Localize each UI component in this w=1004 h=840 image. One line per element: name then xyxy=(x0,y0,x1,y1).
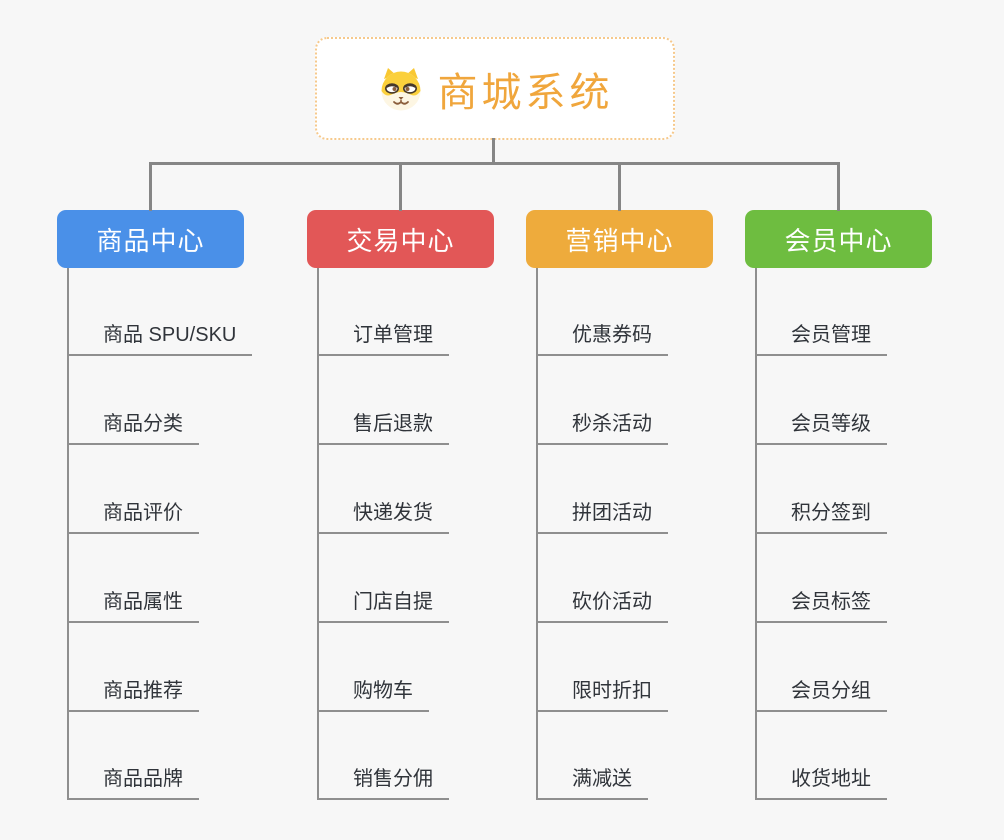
branch-spine-line xyxy=(536,268,538,800)
mindmap-sub-node[interactable]: 商品品牌 xyxy=(67,767,199,800)
mindmap-sub-node[interactable]: 限时折扣 xyxy=(536,679,668,712)
connector-drop-line xyxy=(618,162,621,211)
mindmap-sub-node[interactable]: 商品属性 xyxy=(67,590,199,623)
mindmap-branch: 会员中心 会员管理会员等级积分签到会员标签会员分组收货地址 xyxy=(745,210,995,810)
dog-face-icon xyxy=(381,67,420,110)
mindmap-sub-node[interactable]: 秒杀活动 xyxy=(536,412,668,445)
mindmap-sub-node[interactable]: 快递发货 xyxy=(317,501,449,534)
mindmap-sub-node[interactable]: 会员分组 xyxy=(755,679,887,712)
mindmap-sub-node[interactable]: 商品评价 xyxy=(67,501,199,534)
mindmap-sub-node[interactable]: 会员等级 xyxy=(755,412,887,445)
mindmap-branch: 营销中心 优惠券码秒杀活动拼团活动砍价活动限时折扣满减送 xyxy=(526,210,776,810)
branch-header[interactable]: 营销中心 xyxy=(526,210,713,268)
mindmap-sub-node[interactable]: 订单管理 xyxy=(317,323,449,356)
mindmap-sub-node[interactable]: 商品 SPU/SKU xyxy=(67,323,253,356)
connector-horizontal-rail xyxy=(149,162,840,165)
mindmap-sub-node[interactable]: 拼团活动 xyxy=(536,501,668,534)
mindmap-sub-node[interactable]: 满减送 xyxy=(536,767,648,800)
mindmap-branch: 交易中心 订单管理售后退款快递发货门店自提购物车销售分佣 xyxy=(307,210,557,810)
branch-header[interactable]: 交易中心 xyxy=(307,210,494,268)
branch-header[interactable]: 商品中心 xyxy=(57,210,244,268)
mindmap-sub-node[interactable]: 商品分类 xyxy=(67,412,199,445)
mindmap-sub-node[interactable]: 收货地址 xyxy=(755,767,887,800)
mindmap-sub-node[interactable]: 会员标签 xyxy=(755,590,887,623)
mindmap-sub-node[interactable]: 优惠券码 xyxy=(536,323,668,356)
branch-label: 营销中心 xyxy=(565,225,674,256)
mindmap-branch: 商品中心 商品 SPU/SKU 商品分类商品评价商品属性商品推荐商品品牌 xyxy=(57,210,307,810)
branch-label: 交易中心 xyxy=(346,225,455,256)
connector-drop-line xyxy=(399,162,402,211)
mindmap-root-node[interactable]: 商城系统 xyxy=(315,37,675,140)
mindmap-sub-node[interactable]: 商品推荐 xyxy=(67,679,199,712)
root-node-title: 商城系统 xyxy=(437,70,614,115)
branch-spine-line xyxy=(755,268,757,800)
mindmap-sub-node[interactable]: 门店自提 xyxy=(317,590,449,623)
branch-spine-line xyxy=(67,268,69,800)
mindmap-sub-node[interactable]: 积分签到 xyxy=(755,501,887,534)
branch-label: 商品中心 xyxy=(96,225,205,256)
mindmap-sub-node[interactable]: 购物车 xyxy=(317,679,429,712)
mindmap-sub-node[interactable]: 砍价活动 xyxy=(536,590,668,623)
mindmap-sub-node[interactable]: 售后退款 xyxy=(317,412,449,445)
mindmap-sub-node[interactable]: 销售分佣 xyxy=(317,767,449,800)
connector-drop-line xyxy=(149,162,152,211)
branch-spine-line xyxy=(317,268,319,800)
branch-header[interactable]: 会员中心 xyxy=(745,210,932,268)
connector-drop-line xyxy=(837,162,840,211)
connector-root-stem xyxy=(492,138,495,163)
branch-label: 会员中心 xyxy=(784,225,893,256)
mindmap-sub-node[interactable]: 会员管理 xyxy=(755,323,887,356)
